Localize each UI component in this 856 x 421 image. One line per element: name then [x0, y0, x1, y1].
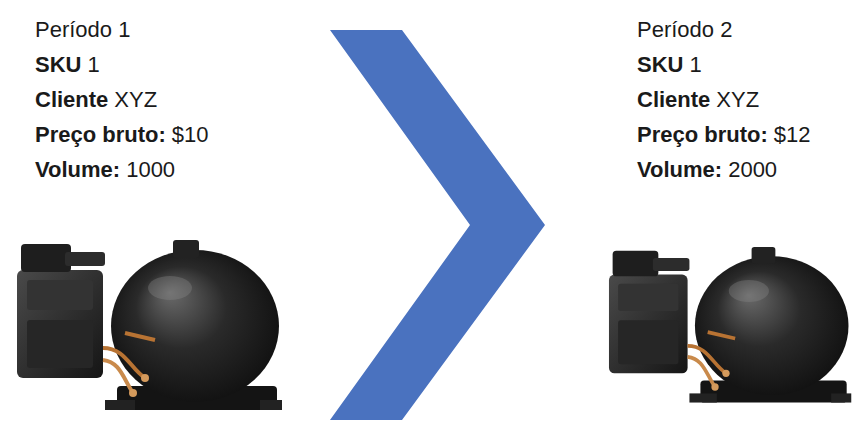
field-value: XYZ [114, 86, 157, 114]
text-line: SKU1 [35, 51, 100, 79]
compressor-image [609, 247, 851, 402]
field-value: 1 [689, 51, 701, 79]
text-line: ClienteXYZ [35, 86, 157, 114]
text-line: ClienteXYZ [637, 86, 759, 114]
field-value: $10 [172, 121, 209, 149]
text-line: Período 2 [637, 16, 732, 44]
field-name: Volume: [637, 156, 722, 184]
compressor-image [17, 240, 282, 410]
text-line: Volume:2000 [637, 156, 777, 184]
field-name: SKU [637, 51, 683, 79]
text-line: Preço bruto:$10 [35, 121, 209, 149]
text-line: Preço bruto:$12 [637, 121, 811, 149]
text-line: SKU1 [637, 51, 702, 79]
field-name: Preço bruto: [35, 121, 166, 149]
field-value: $12 [774, 121, 811, 149]
field-name: Cliente [35, 86, 108, 114]
field-value: 1 [87, 51, 99, 79]
field-value: 1000 [126, 156, 175, 184]
field-name: Preço bruto: [637, 121, 768, 149]
text-line: Período 1 [35, 16, 130, 44]
field-value: XYZ [716, 86, 759, 114]
field-value: 2000 [728, 156, 777, 184]
period-heading: Período 1 [35, 16, 130, 44]
field-name: SKU [35, 51, 81, 79]
text-line: Volume:1000 [35, 156, 175, 184]
field-name: Cliente [637, 86, 710, 114]
field-name: Volume: [35, 156, 120, 184]
transition-chevron [330, 30, 545, 420]
period-heading: Período 2 [637, 16, 732, 44]
